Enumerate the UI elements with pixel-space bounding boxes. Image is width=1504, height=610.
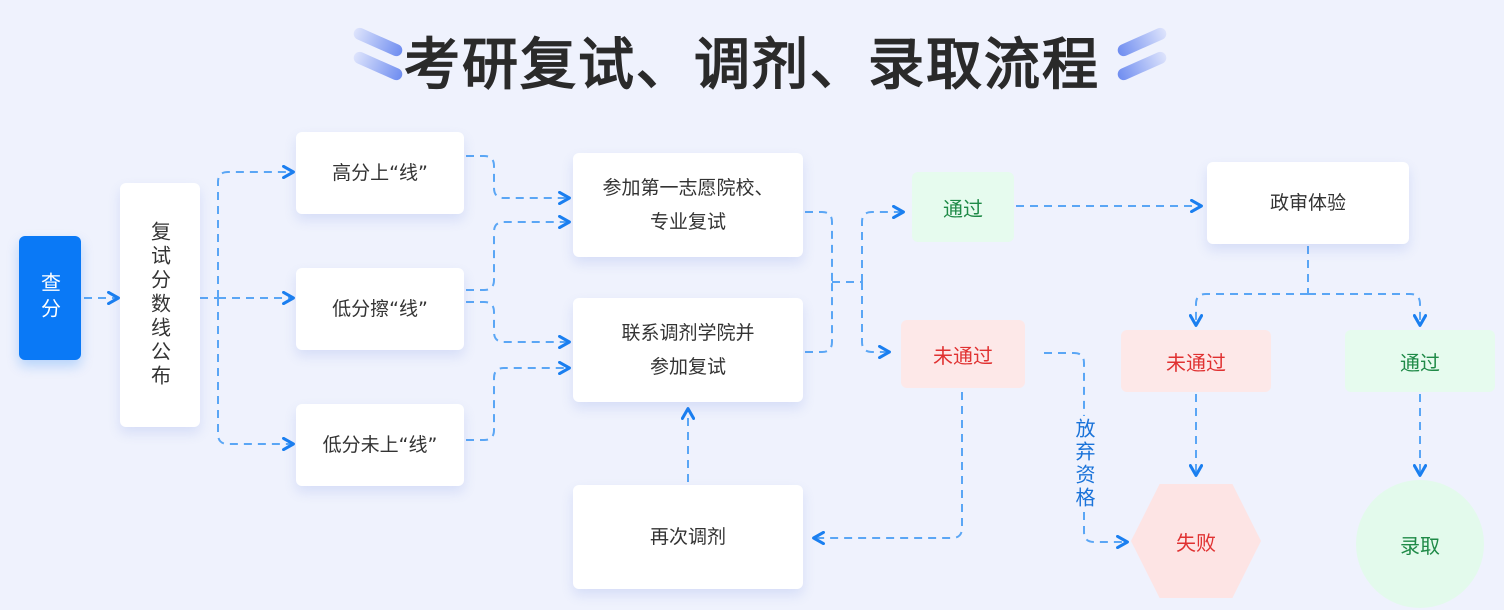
edge-edge-to-adjust [466, 301, 568, 342]
first-choice-node: 参加第一志愿院校、 专业复试 [573, 153, 803, 257]
edge-first-to-merge [805, 211, 833, 282]
page-title: 考研复试、调剂、录取流程 [404, 33, 1100, 98]
adjust-line1: 联系调剂学院并 [621, 322, 755, 344]
pass-node-2: 通过 [1345, 330, 1495, 392]
low-edge-node: 低分擦“线” [296, 268, 464, 350]
edge-branch-high [217, 172, 292, 298]
low-below-node: 低分未上“线” [296, 404, 464, 486]
re-adjust-node: 再次调剂 [573, 485, 803, 589]
edge-high-to-first [466, 155, 568, 198]
fail-node-2: 未通过 [1121, 330, 1271, 392]
first-choice-line2: 专业复试 [649, 211, 726, 233]
failure-node: 失败 [1131, 484, 1261, 598]
first-choice-line1: 参加第一志愿院校、 [602, 177, 774, 199]
edge-fail-to-readjust [815, 392, 963, 538]
adjust-node: 联系调剂学院并 参加复试 [573, 298, 803, 402]
edge-low-to-adjust [466, 368, 568, 441]
edge-review-to-fail [1196, 293, 1308, 324]
edge-edge-to-first [466, 222, 568, 291]
admitted-node: 录取 [1356, 480, 1484, 608]
edge-merge-to-fail [861, 282, 888, 352]
fail-node-1: 未通过 [901, 320, 1025, 388]
edge-review-to-pass [1308, 293, 1420, 324]
pass-node-1: 通过 [912, 172, 1014, 242]
check-score-node: 查分 [19, 236, 81, 360]
line-publish-node: 复试分数线公布 [120, 183, 200, 427]
header: 考研复试、调剂、录取流程 [0, 16, 1504, 100]
edge-fail-giveup [1044, 352, 1085, 416]
edge-giveup-to-failure [1083, 512, 1126, 542]
high-score-node: 高分上“线” [296, 132, 464, 214]
edge-branch-low [217, 298, 292, 444]
political-review-node: 政审体验 [1207, 162, 1409, 244]
give-up-label: 放弃资格 [1072, 418, 1096, 510]
adjust-line2: 参加复试 [649, 356, 726, 378]
edge-adjust-to-merge [805, 282, 833, 353]
edge-merge-to-pass [861, 212, 902, 282]
